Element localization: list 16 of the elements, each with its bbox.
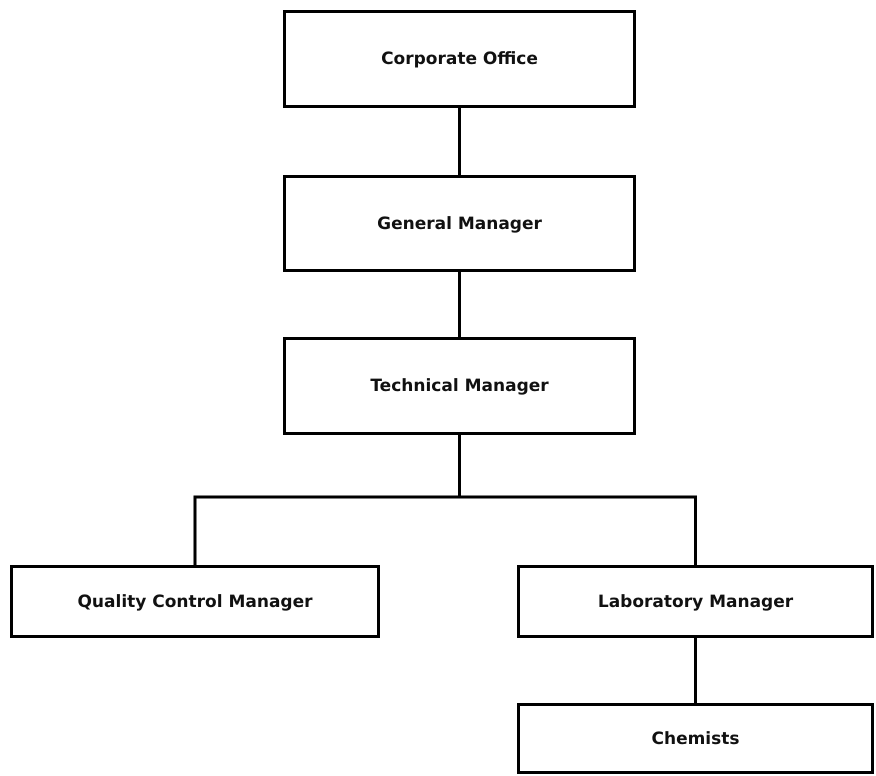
connector-line: [694, 638, 697, 703]
role-title: Quality Control Manager: [77, 592, 313, 612]
role-title: Technical Manager: [370, 376, 549, 396]
connector-line: [458, 435, 697, 565]
role-title: Chemists: [651, 728, 740, 748]
org-box: [10, 565, 380, 638]
connector-line: [458, 108, 461, 175]
role-title: Laboratory Manager: [598, 592, 794, 612]
connector-line: [458, 272, 461, 337]
org-box: [517, 703, 874, 774]
role-title: General Manager: [377, 214, 542, 234]
org-box: [283, 337, 636, 435]
org-box: [283, 175, 636, 272]
role-title: Corporate Office: [381, 49, 538, 69]
org-box: [517, 565, 874, 638]
org-box: [283, 10, 636, 108]
